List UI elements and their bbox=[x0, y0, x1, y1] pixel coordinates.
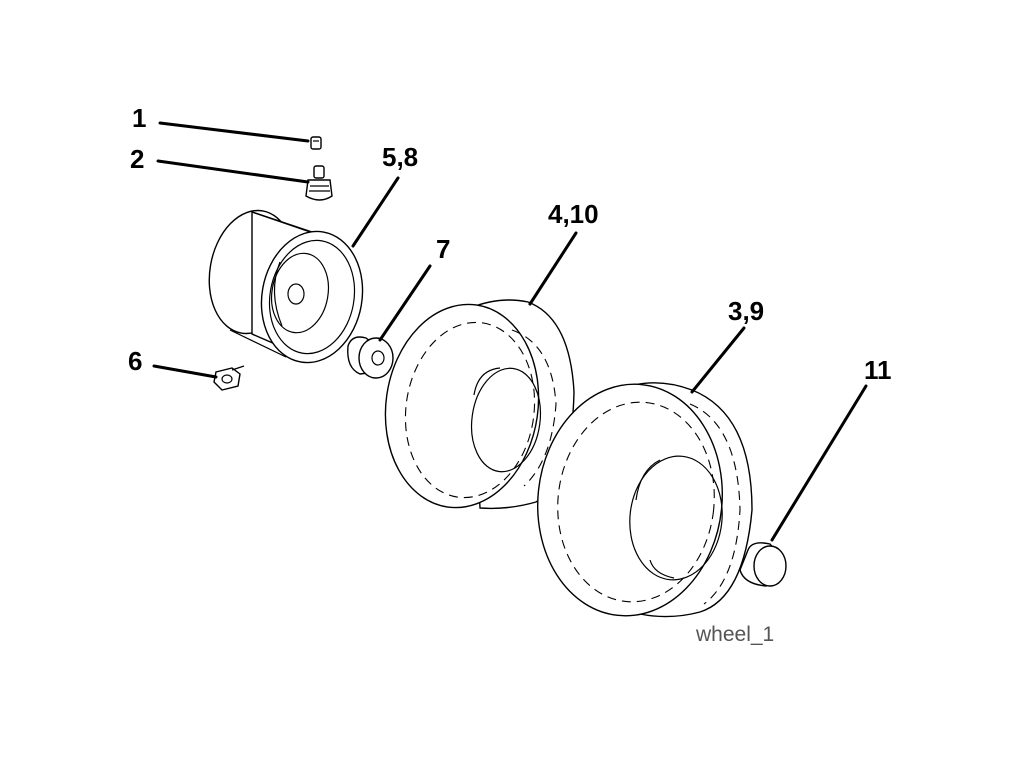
leader-line-3-9 bbox=[690, 326, 746, 394]
valve-cap-icon bbox=[310, 136, 322, 150]
leader-line-5-8 bbox=[351, 176, 400, 248]
tire-icon bbox=[384, 299, 575, 510]
callout-label-2: 2 bbox=[130, 144, 144, 174]
leader-line-2 bbox=[156, 159, 310, 184]
callout-label-7: 7 bbox=[436, 234, 450, 264]
diagram-caption: wheel_1 bbox=[695, 623, 774, 646]
leader-line-4-10 bbox=[528, 231, 578, 306]
leader-line-7 bbox=[378, 264, 432, 342]
leader-line-6 bbox=[152, 364, 218, 379]
callout-label-3-9: 3,9 bbox=[728, 296, 764, 326]
callout-label-6: 6 bbox=[128, 346, 142, 376]
callout-label-1: 1 bbox=[132, 103, 146, 133]
rim-icon bbox=[208, 209, 364, 364]
callout-label-5-8: 5,8 bbox=[382, 142, 418, 172]
leader-line-11 bbox=[770, 384, 868, 542]
leader-line-1 bbox=[158, 121, 310, 143]
callout-label-4-10: 4,10 bbox=[548, 199, 599, 229]
leader-lines bbox=[152, 121, 868, 542]
callout-label-11: 11 bbox=[864, 355, 892, 385]
valve-stem-icon bbox=[305, 165, 333, 201]
hub-cap-icon bbox=[739, 542, 787, 587]
bushing-icon bbox=[347, 336, 394, 379]
grease-fitting-icon bbox=[213, 365, 245, 391]
tire-icon bbox=[537, 382, 753, 618]
